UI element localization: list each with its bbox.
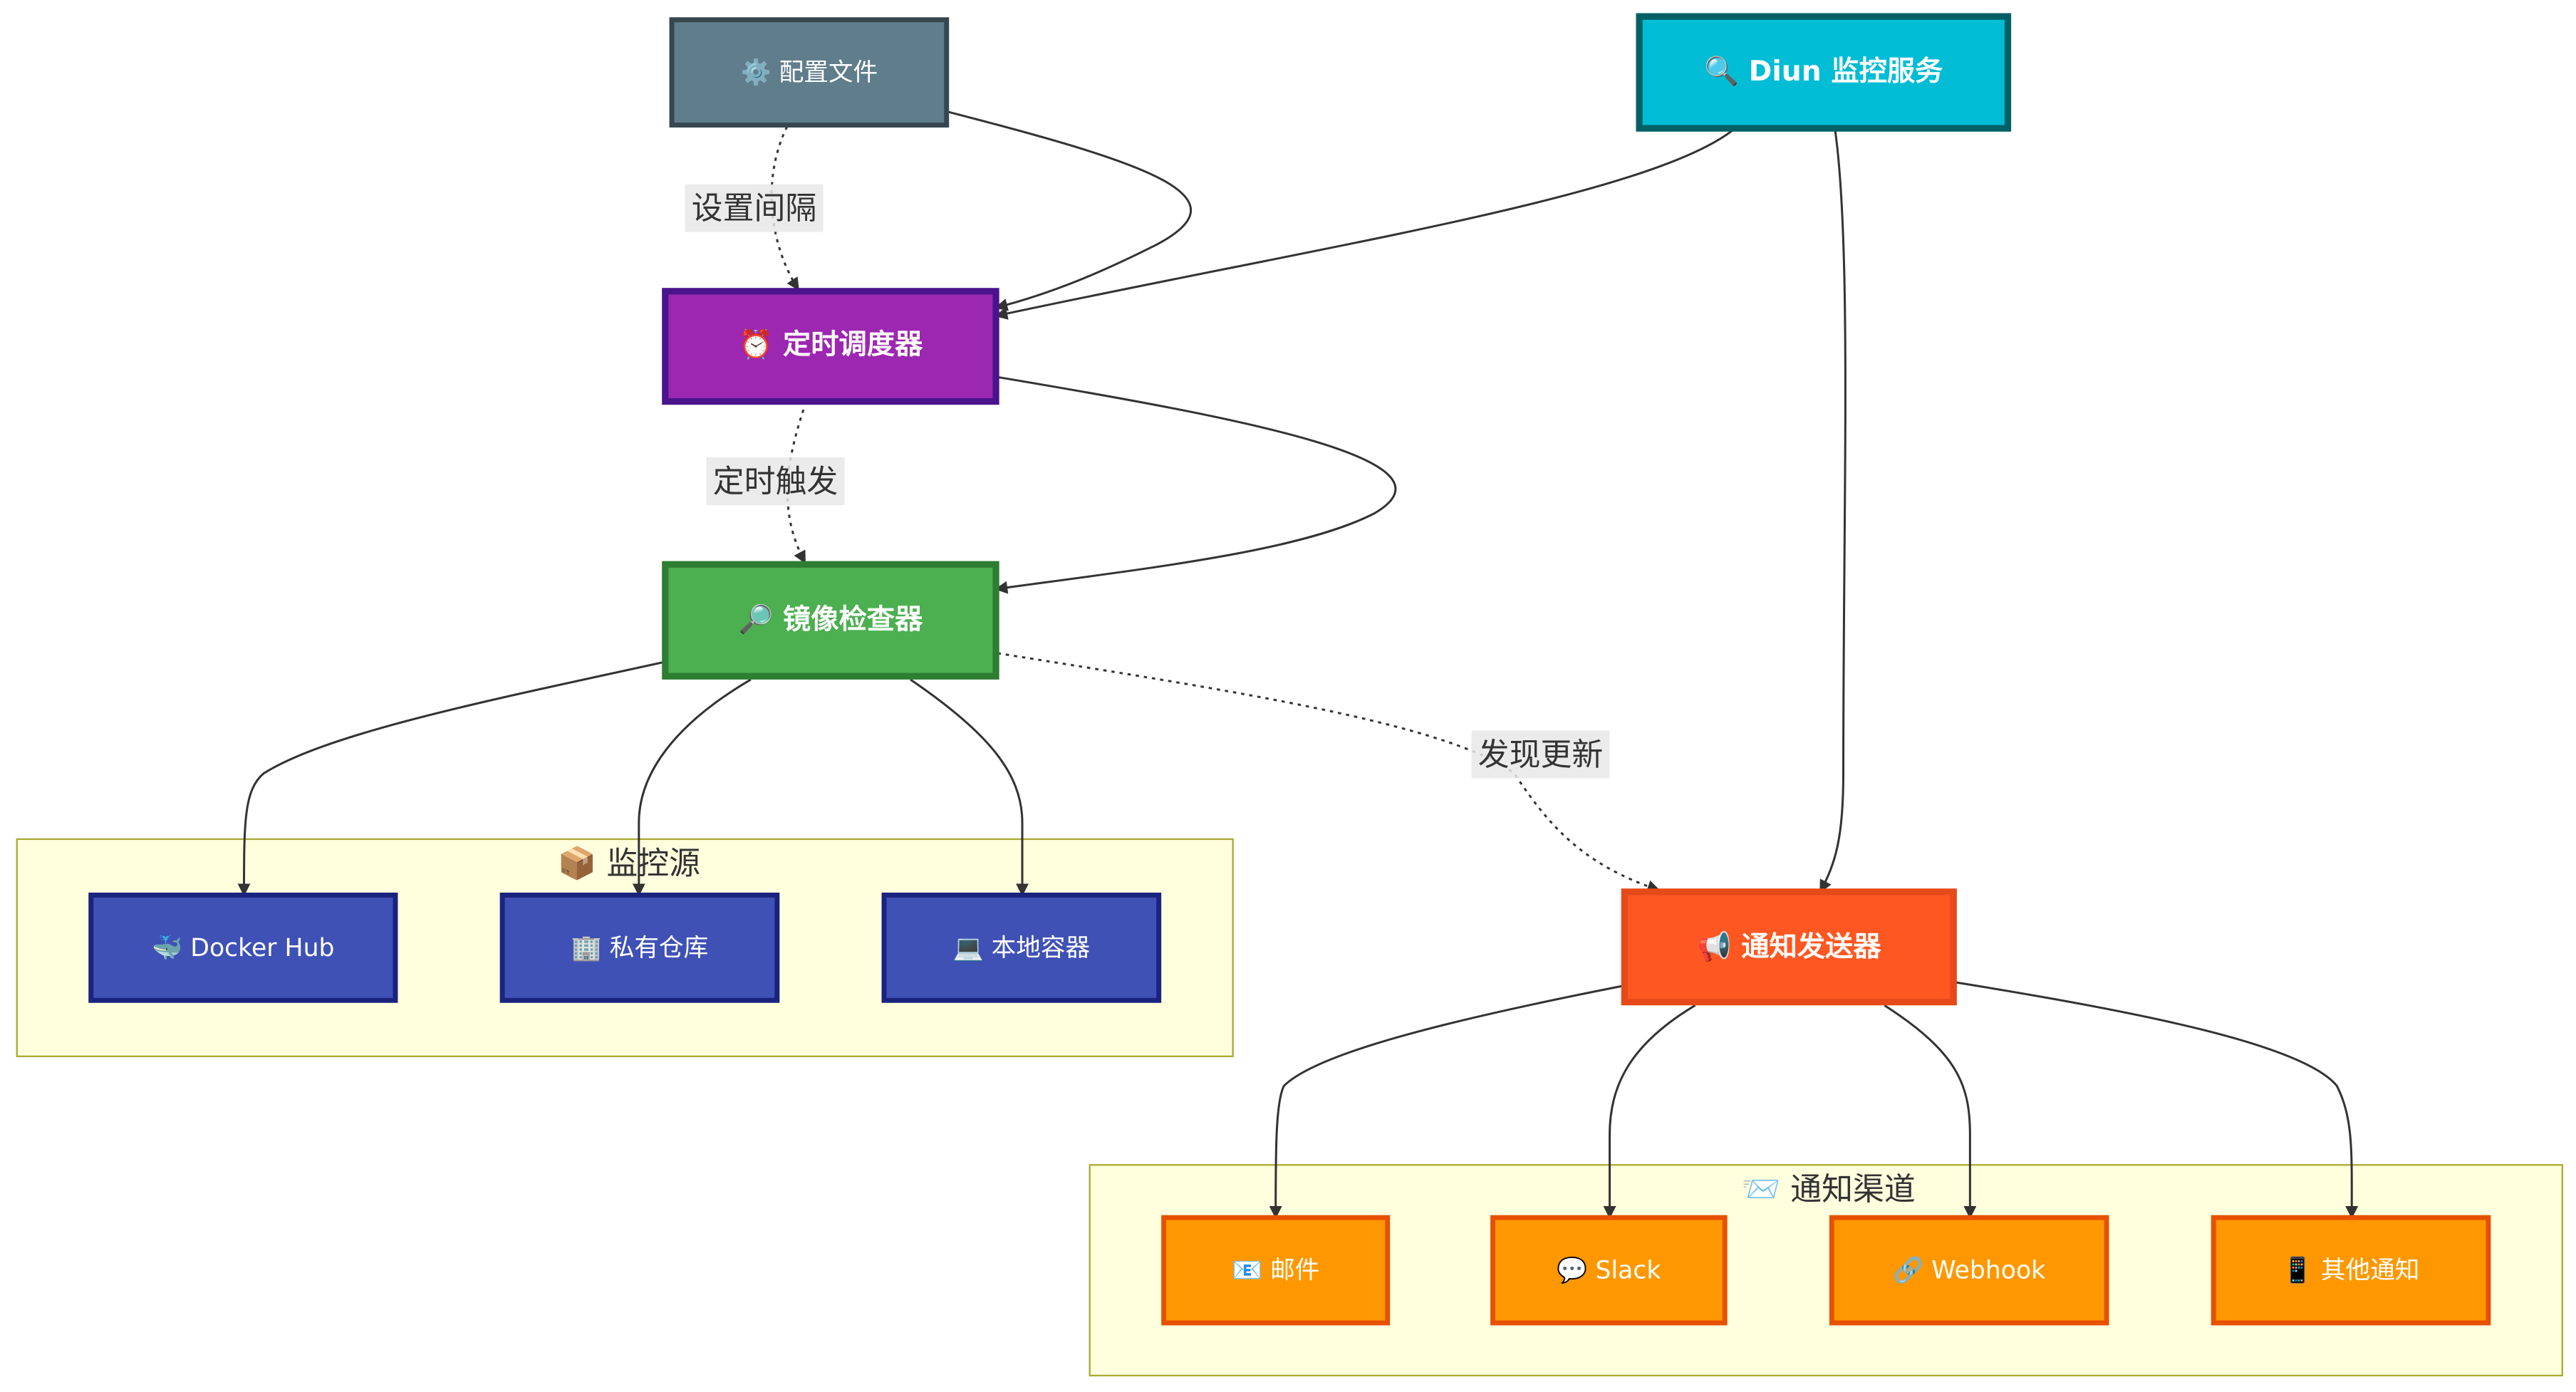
group-notify-channels-title: 📨 通知渠道 [1742, 1171, 1916, 1207]
node-slack[interactable]: 💬 Slack [1490, 1215, 1728, 1326]
edge-label-bg-trigger [706, 457, 845, 506]
node-local-containers[interactable]: 💻 本地容器 [881, 893, 1162, 1003]
node-other-notify[interactable]: 📱 其他通知 [2211, 1215, 2491, 1326]
edge-config-scheduler [947, 110, 1193, 311]
node-dockerhub[interactable]: 🐳 Docker Hub [88, 893, 398, 1003]
edge-label-bg-found-update [1471, 730, 1610, 779]
node-local-containers-box [881, 893, 1162, 1003]
edge-label-trigger: 定时触发 [713, 464, 838, 500]
edge-notifier-email [1269, 985, 1625, 1219]
edge-label-bg-interval [685, 184, 824, 232]
node-diun-box [1636, 13, 2012, 132]
node-config-label: ⚙️ 配置文件 [741, 58, 878, 87]
node-checker-box [662, 561, 999, 680]
node-checker-label: 🔎 镜像检查器 [739, 601, 924, 635]
node-scheduler[interactable]: ⏰ 定时调度器 [662, 288, 999, 405]
node-email-label: 📧 邮件 [1232, 1257, 1319, 1285]
node-webhook[interactable]: 🔗 Webhook [1829, 1215, 2109, 1326]
node-private-registry[interactable]: 🏢 私有仓库 [499, 893, 780, 1003]
node-email[interactable]: 📧 邮件 [1161, 1215, 1391, 1326]
edge-label-found-update: 发现更新 [1478, 737, 1604, 773]
edge-checker-local [910, 678, 1029, 897]
node-checker[interactable]: 🔎 镜像检查器 [662, 561, 999, 680]
node-other-notify-box [2211, 1215, 2491, 1326]
edge-notifier-slack [1603, 1004, 1696, 1219]
node-diun-label: 🔍 Diun 监控服务 [1704, 53, 1943, 88]
node-notifier-label: 📢 通知发送器 [1697, 930, 1882, 963]
node-notifier[interactable]: 📢 通知发送器 [1621, 888, 1957, 1006]
edge-label-interval: 设置间隔 [692, 190, 817, 227]
edge-checker-private [632, 678, 752, 897]
edge-checker-dockerhub [237, 660, 668, 897]
node-private-registry-label: 🏢 私有仓库 [571, 934, 709, 962]
edge-checker-notifier-dashed [997, 652, 1661, 893]
node-scheduler-box [662, 288, 999, 405]
node-slack-box [1490, 1215, 1728, 1326]
edges [237, 110, 2359, 1219]
edge-notifier-webhook [1884, 1004, 1977, 1219]
node-dockerhub-label: 🐳 Docker Hub [152, 934, 334, 962]
node-scheduler-label: ⏰ 定时调度器 [739, 328, 924, 361]
node-config-box [669, 17, 950, 128]
node-diun[interactable]: 🔍 Diun 监控服务 [1636, 13, 2012, 132]
edge-scheduler-checker [994, 375, 1397, 594]
node-webhook-label: 🔗 Webhook [1893, 1255, 2045, 1285]
node-local-containers-label: 💻 本地容器 [953, 934, 1091, 962]
node-slack-label: 💬 Slack [1557, 1256, 1661, 1285]
group-monitor-sources-title: 📦 监控源 [558, 845, 700, 881]
node-other-notify-label: 📱 其他通知 [2282, 1256, 2420, 1285]
node-webhook-box [1829, 1215, 2109, 1326]
nodes: ⚙️ 配置文件 🔍 Diun 监控服务 ⏰ 定时调度器 🔎 镜像检查器 📢 通知… [88, 13, 2491, 1326]
edge-diun-notifier [1819, 130, 1847, 893]
edge-labels: 设置间隔 定时触发 发现更新 [685, 184, 1610, 779]
edge-config-scheduler-dashed [770, 126, 800, 291]
node-dockerhub-box [88, 893, 398, 1003]
edge-diun-scheduler [994, 129, 1734, 320]
node-private-registry-box [499, 893, 780, 1003]
node-email-box [1161, 1215, 1391, 1326]
edge-notifier-other [1955, 981, 2359, 1219]
node-notifier-box [1621, 888, 1957, 1006]
node-config[interactable]: ⚙️ 配置文件 [669, 17, 950, 128]
